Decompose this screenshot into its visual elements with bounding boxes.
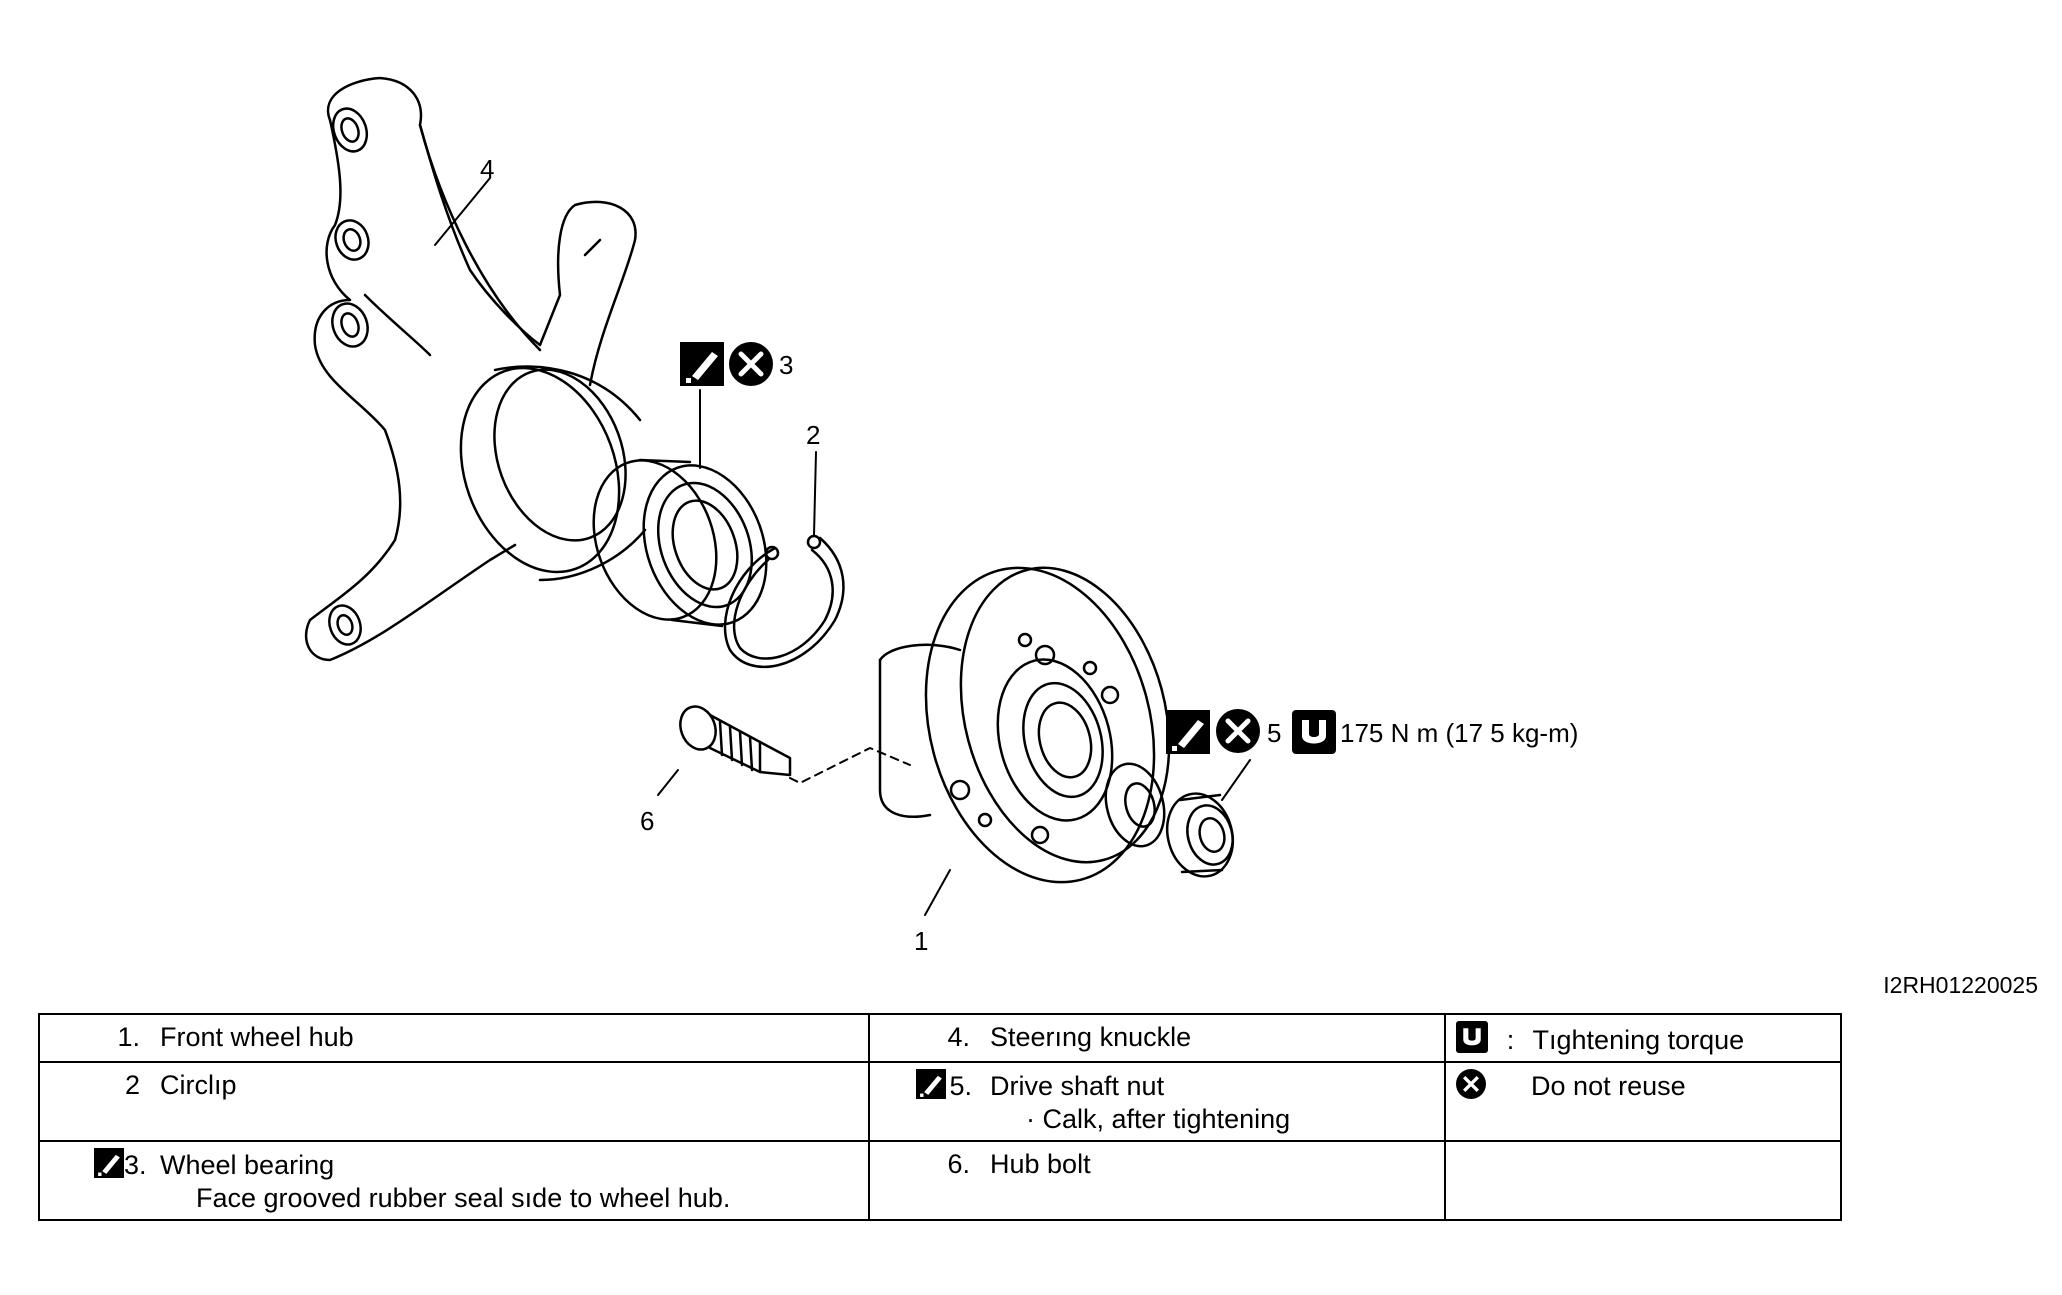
legend-cell: Do not reuse [1444, 1061, 1842, 1142]
drive-shaft-nut-drawing [1104, 762, 1235, 878]
legend-cell: 6. Hub bolt [868, 1140, 1446, 1221]
legend-cell: : Tıghtening torque [1444, 1013, 1842, 1063]
do-not-reuse-icon [1456, 1069, 1486, 1099]
symbol-separator: : [1506, 1025, 1515, 1055]
grease-apply-icon [916, 1069, 946, 1099]
legend-cell: 1. Front wheel hub [38, 1013, 870, 1063]
circlip-drawing [723, 534, 845, 669]
item-number: 4. [947, 1022, 970, 1052]
grease-apply-icon [680, 342, 724, 386]
front-wheel-hub-drawing [878, 566, 1171, 884]
tightening-torque-icon [1456, 1021, 1488, 1053]
callout-6: 6 [640, 806, 654, 836]
tightening-torque-icon [1292, 710, 1336, 754]
legend-cell [1444, 1140, 1842, 1221]
symbol-label: Do not reuse [1531, 1071, 1686, 1101]
item-number: 6. [947, 1149, 970, 1179]
legend-row: 1. Front wheel hub 4. Steerıng knuckle : T… [38, 1013, 1842, 1063]
do-not-reuse-icon [729, 342, 773, 386]
item-label: Wheel bearing [160, 1150, 335, 1180]
item-label: Steerıng knuckle [990, 1022, 1192, 1052]
callout-3: 3 [779, 350, 793, 380]
item-label: Front wheel hub [160, 1022, 354, 1052]
hub-bolt-drawing [679, 705, 792, 777]
item-number: 5. [949, 1071, 972, 1101]
item-number: 3. [124, 1150, 147, 1180]
item-label: Hub bolt [990, 1149, 1091, 1179]
item-number: 2 [124, 1070, 140, 1100]
do-not-reuse-icon [1216, 709, 1260, 753]
grease-apply-icon [1166, 710, 1210, 754]
callout-5: 5 [1267, 718, 1281, 748]
legend-cell: 4. Steerıng knuckle [868, 1013, 1446, 1063]
legend-row: 3. Wheel bearing Face grooved rubber seal… [38, 1140, 1842, 1221]
wheel-bearing-drawing [592, 458, 768, 628]
item-label: Circlıp [160, 1070, 237, 1100]
torque-value-label: 175 N m (17 5 kg-m) [1340, 718, 1578, 748]
legend-cell: 5. Drive shaft nut · Calk, after tighteni… [868, 1061, 1446, 1142]
legend-cell: 2 Circlıp [38, 1061, 870, 1142]
item-number: 1. [117, 1022, 140, 1052]
item-note: · Calk, after tightening [1026, 1104, 1291, 1134]
legend-cell: 3. Wheel bearing Face grooved rubber seal… [38, 1140, 870, 1221]
parts-legend-table: 1. Front wheel hub 4. Steerıng knuckle : T… [38, 1013, 1842, 1221]
item-label: Drive shaft nut [990, 1071, 1165, 1101]
callout-4: 4 [480, 154, 494, 184]
callout-2: 2 [806, 420, 820, 450]
callout-1: 1 [914, 926, 928, 956]
exploded-hub-diagram: 4 3 2 5 6 1 175 N m (17 5 kg-m) [304, 76, 1578, 956]
reference-code: I2RH01220025 [1883, 972, 2038, 998]
item-note: Face grooved rubber seal sıde to wheel h… [196, 1183, 731, 1213]
legend-row: 2 Circlıp 5. Drive shaft nut · Calk, after… [38, 1061, 1842, 1142]
steering-knuckle-drawing [304, 76, 647, 662]
grease-apply-icon [94, 1148, 124, 1178]
leader-lines [434, 177, 1251, 916]
symbol-label: Tıghtening torque [1532, 1025, 1745, 1055]
